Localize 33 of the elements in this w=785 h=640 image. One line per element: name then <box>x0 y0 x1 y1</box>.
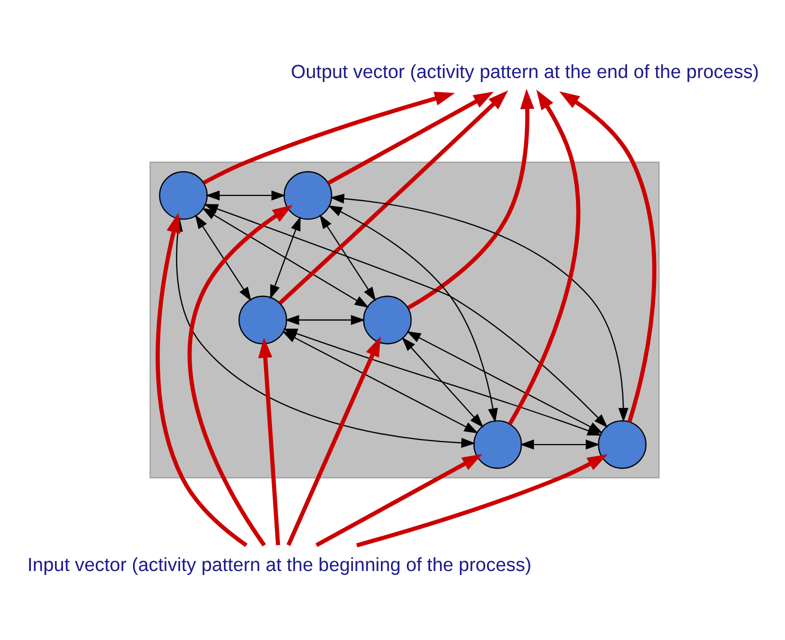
arrow <box>202 92 454 185</box>
arrow <box>314 454 482 548</box>
arrow <box>286 336 380 546</box>
arrow <box>201 208 368 308</box>
arrow <box>278 90 508 304</box>
node-text: Input vector (activity pattern at the beginning of the process) <box>26 555 531 576</box>
arrow <box>356 454 608 548</box>
arrow <box>326 92 494 185</box>
arrow <box>203 204 608 428</box>
node-text: Output vector (activity pattern at the end of the process) <box>290 62 759 83</box>
arrow <box>327 205 498 423</box>
arrow <box>204 190 286 200</box>
node-circle <box>597 420 646 469</box>
node-circle <box>283 171 332 220</box>
arrow <box>406 88 534 310</box>
arrow <box>319 214 376 302</box>
arrow <box>282 331 478 434</box>
node-circle <box>362 296 412 344</box>
node-circle <box>472 420 522 469</box>
arrow <box>194 214 251 302</box>
arrow <box>258 338 280 546</box>
node-circle <box>158 171 208 220</box>
arrow <box>270 216 300 300</box>
arrow <box>284 315 365 325</box>
cluster <box>149 162 660 478</box>
arrow <box>401 337 484 428</box>
arrow <box>558 91 656 422</box>
arrow <box>155 212 248 548</box>
arrow <box>329 194 628 422</box>
arrow <box>188 204 292 546</box>
arrow <box>507 90 580 425</box>
arrow <box>519 440 600 450</box>
node-circle <box>238 296 287 344</box>
